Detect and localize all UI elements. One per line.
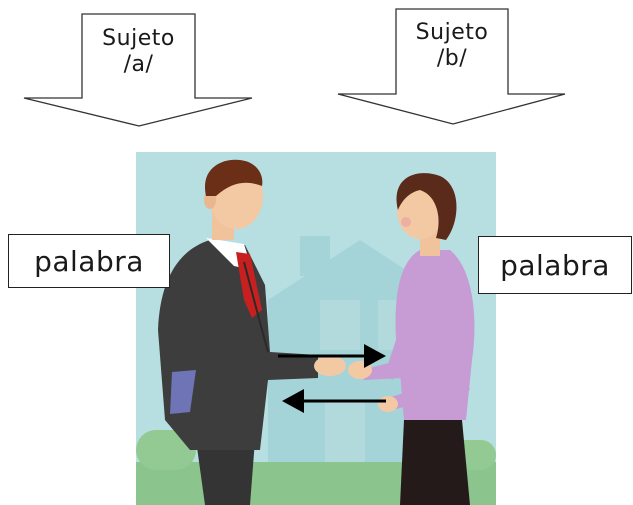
subject-b-down-arrow-icon xyxy=(337,8,566,125)
subject-b-symbol: /b/ xyxy=(436,46,468,71)
right-arrow-icon xyxy=(364,344,386,368)
subject-b-title: Sujeto xyxy=(415,20,489,45)
woman-figure xyxy=(348,173,475,505)
word-right-text: palabra xyxy=(500,248,610,282)
left-arrow-icon xyxy=(282,389,304,413)
word-left-text: palabra xyxy=(34,244,144,278)
subject-a-symbol: /a/ xyxy=(123,52,154,77)
subject-a-title: Sujeto xyxy=(102,26,175,51)
word-box-right: palabra xyxy=(478,236,632,294)
exchange-arrows xyxy=(278,344,386,413)
word-box-left: palabra xyxy=(8,234,170,288)
handshake-illustration xyxy=(136,152,496,505)
subject-a-down-arrow-icon xyxy=(23,13,253,127)
subject-b-label: Sujeto /b/ xyxy=(396,20,508,72)
subject-a-label: Sujeto /a/ xyxy=(82,26,195,78)
man-figure xyxy=(158,159,346,505)
